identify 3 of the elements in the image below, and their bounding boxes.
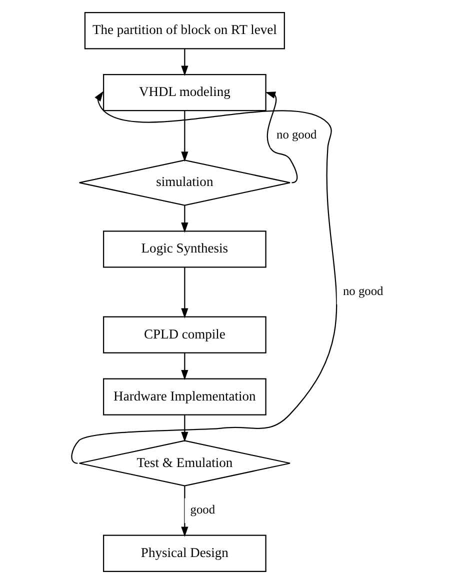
edge-label: no good: [276, 128, 316, 142]
edge-label: no good: [342, 284, 383, 298]
edge-label: good: [190, 502, 215, 517]
